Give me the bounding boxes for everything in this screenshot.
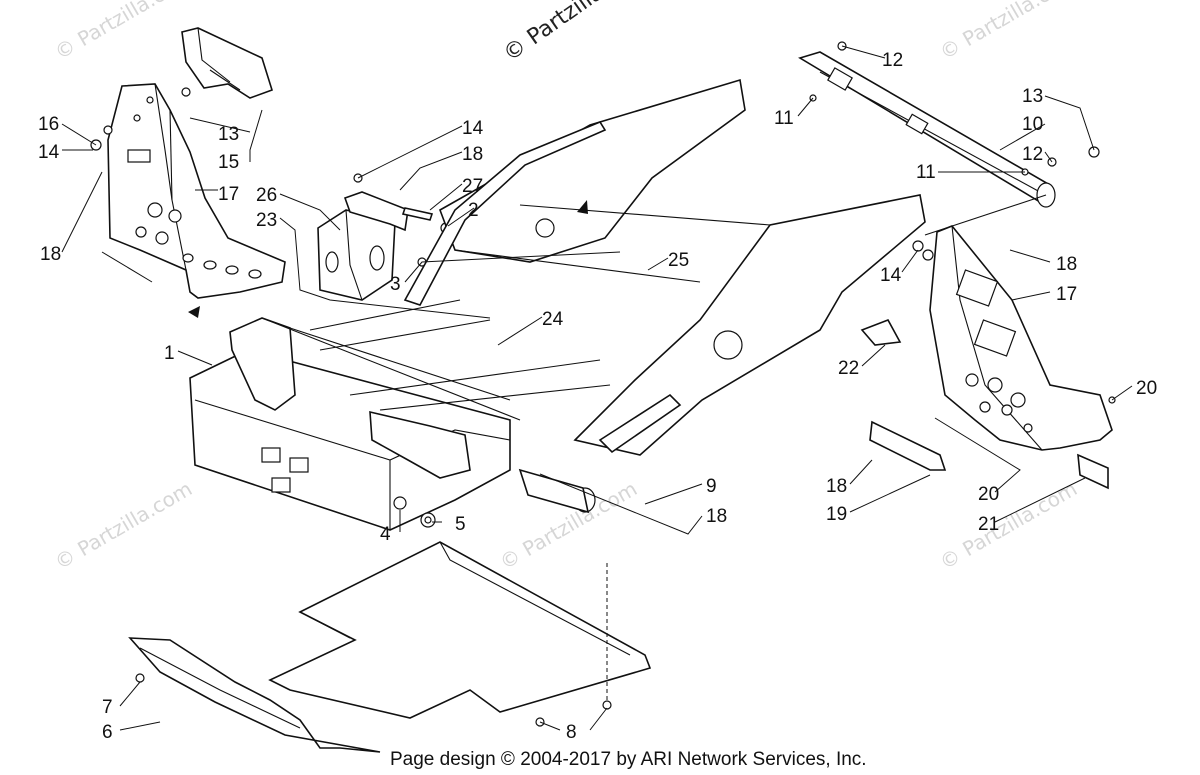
skid-plate-assembly	[128, 541, 652, 753]
callout-2: 2	[468, 200, 479, 221]
callout-14: 14	[462, 118, 484, 139]
callout-21: 21	[978, 514, 999, 535]
callout-3: 3	[390, 274, 401, 295]
callout-7: 7	[102, 697, 113, 718]
left-footrest-assembly	[90, 27, 286, 318]
callout-6: 6	[102, 722, 113, 743]
copyright-footer: Page design © 2004-2017 by ARI Network S…	[390, 749, 867, 770]
callout-18: 18	[40, 244, 61, 265]
callout-17: 17	[1056, 284, 1077, 305]
callout-8: 8	[566, 722, 577, 743]
callout-16: 16	[38, 114, 59, 135]
callout-15: 15	[218, 152, 239, 173]
callout-11: 11	[774, 108, 794, 129]
watermark-top-center: © Partzilla	[499, 0, 608, 67]
callout-22: 22	[838, 358, 859, 379]
callout-17: 17	[218, 184, 239, 205]
callout-10: 10	[1022, 114, 1043, 135]
callout-1: 1	[164, 343, 175, 364]
steering-post-assembly	[798, 41, 1100, 236]
callout-20: 20	[978, 484, 999, 505]
callout-18: 18	[706, 506, 727, 527]
callout-18: 18	[462, 144, 483, 165]
watermark-mid-left: © Partzilla.com	[51, 476, 197, 574]
callout-18: 18	[826, 476, 847, 497]
callout-labels: 16 14 13 15 17 18 14 18 27 26 23 2 3 25 …	[38, 50, 1157, 743]
callout-9: 9	[706, 476, 717, 497]
callout-23: 23	[256, 210, 277, 231]
callout-5: 5	[455, 514, 466, 535]
callout-14: 14	[38, 142, 60, 163]
callout-26: 26	[256, 185, 277, 206]
callout-20: 20	[1136, 378, 1157, 399]
callout-4: 4	[380, 524, 391, 545]
right-footrest-assembly	[860, 225, 1116, 490]
callout-18: 18	[1056, 254, 1077, 275]
leader-lines	[61, 45, 1133, 731]
main-chassis	[189, 78, 926, 531]
callout-11: 11	[916, 162, 936, 183]
callout-14: 14	[880, 265, 902, 286]
callout-19: 19	[826, 504, 847, 525]
callout-24: 24	[542, 309, 564, 330]
callout-25: 25	[668, 250, 689, 271]
callout-12: 12	[882, 50, 903, 71]
callout-13: 13	[218, 124, 239, 145]
callout-12: 12	[1022, 144, 1043, 165]
callout-13: 13	[1022, 86, 1043, 107]
callout-27: 27	[462, 176, 483, 197]
watermark-top-right: © Partzilla.com	[936, 0, 1082, 64]
watermark-top-left: © Partzilla.com	[51, 0, 197, 64]
